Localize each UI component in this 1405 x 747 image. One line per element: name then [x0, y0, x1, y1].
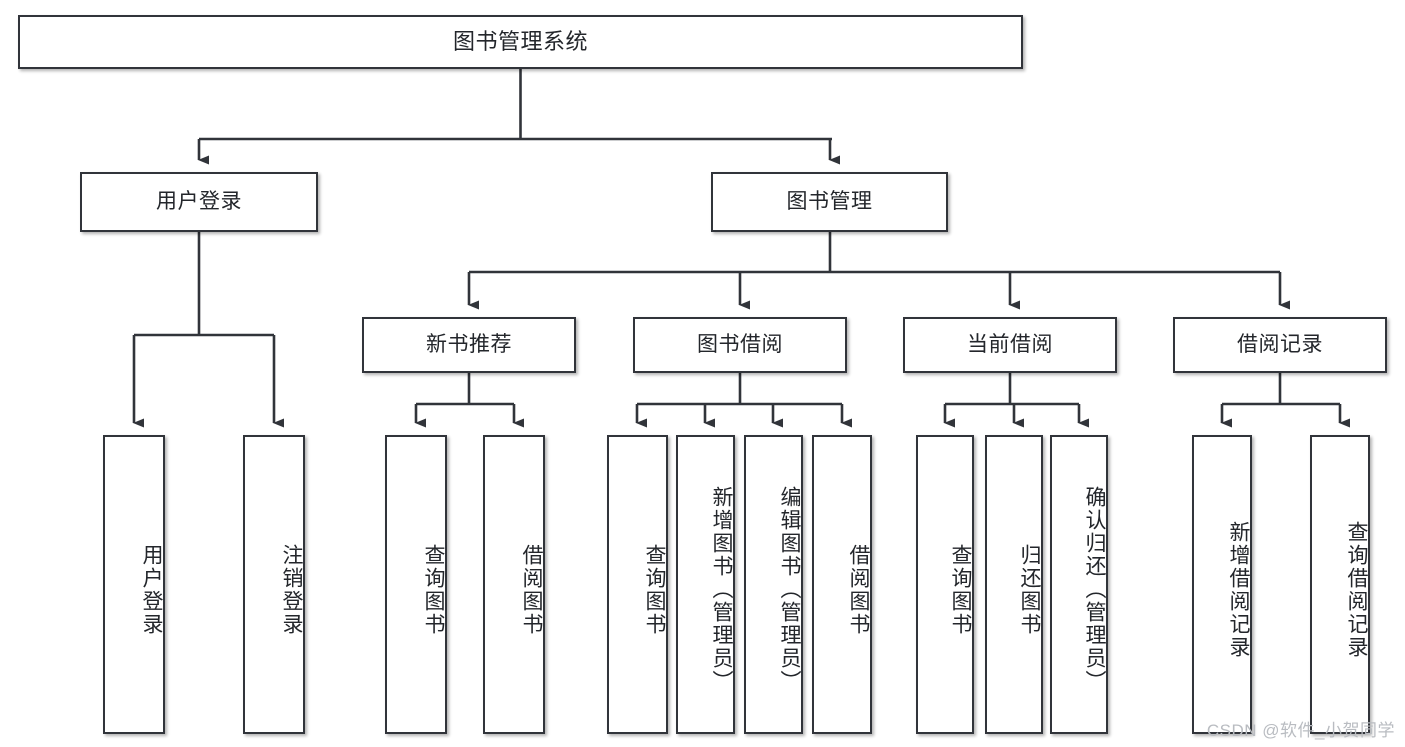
node-root[interactable]: 图书管理系统 — [18, 15, 1023, 69]
leaf-user-login[interactable]: 用户登录 — [103, 435, 165, 734]
leaf-edit-book-label: 编辑图书（管理员） — [778, 486, 801, 693]
leaf-borrow-book-label: 借阅图书 — [847, 543, 870, 636]
leaf-edit-book[interactable]: 编辑图书（管理员） — [744, 435, 803, 734]
leaf-borrow-book-rec-label: 借阅图书 — [520, 543, 543, 636]
leaf-query-book-borrow-label: 查询图书 — [643, 543, 666, 636]
leaf-query-book-borrow[interactable]: 查询图书 — [607, 435, 668, 734]
leaf-query-book-cur-label: 查询图书 — [949, 543, 972, 636]
leaf-confirm-return-label: 确认归还（管理员） — [1083, 486, 1106, 693]
node-book-manage[interactable]: 图书管理 — [711, 172, 948, 232]
node-root-label: 图书管理系统 — [452, 29, 588, 55]
leaf-query-book-cur[interactable]: 查询图书 — [916, 435, 974, 734]
leaf-logout[interactable]: 注销登录 — [243, 435, 305, 734]
leaf-confirm-return[interactable]: 确认归还（管理员） — [1050, 435, 1108, 734]
leaf-query-record[interactable]: 查询借阅记录 — [1310, 435, 1370, 734]
node-book-borrow[interactable]: 图书借阅 — [633, 317, 847, 373]
leaf-query-record-label: 查询借阅记录 — [1345, 520, 1368, 659]
leaf-return-book-label: 归还图书 — [1018, 543, 1041, 636]
node-user-login[interactable]: 用户登录 — [80, 172, 318, 232]
node-book-manage-label: 图书管理 — [786, 189, 873, 213]
leaf-query-book-rec-label: 查询图书 — [422, 543, 445, 636]
leaf-borrow-book[interactable]: 借阅图书 — [812, 435, 872, 734]
leaf-borrow-book-rec[interactable]: 借阅图书 — [483, 435, 545, 734]
node-current-borrow-label: 当前借阅 — [967, 332, 1053, 356]
leaf-query-book-rec[interactable]: 查询图书 — [385, 435, 447, 734]
node-current-borrow[interactable]: 当前借阅 — [903, 317, 1117, 373]
node-new-book-rec[interactable]: 新书推荐 — [362, 317, 576, 373]
leaf-add-book[interactable]: 新增图书（管理员） — [676, 435, 735, 734]
node-book-borrow-label: 图书借阅 — [697, 332, 783, 356]
leaf-add-record-label: 新增借阅记录 — [1227, 520, 1250, 659]
leaf-add-book-label: 新增图书（管理员） — [710, 486, 733, 693]
leaf-return-book[interactable]: 归还图书 — [985, 435, 1043, 734]
node-new-book-rec-label: 新书推荐 — [426, 332, 512, 356]
leaf-add-record[interactable]: 新增借阅记录 — [1192, 435, 1252, 734]
watermark: CSDN @软件_小贺同学 — [1206, 721, 1395, 740]
node-borrow-record[interactable]: 借阅记录 — [1173, 317, 1387, 373]
leaf-user-login-label: 用户登录 — [140, 543, 163, 636]
leaf-logout-label: 注销登录 — [280, 543, 303, 636]
node-user-login-label: 用户登录 — [156, 189, 242, 213]
node-borrow-record-label: 借阅记录 — [1237, 332, 1323, 356]
